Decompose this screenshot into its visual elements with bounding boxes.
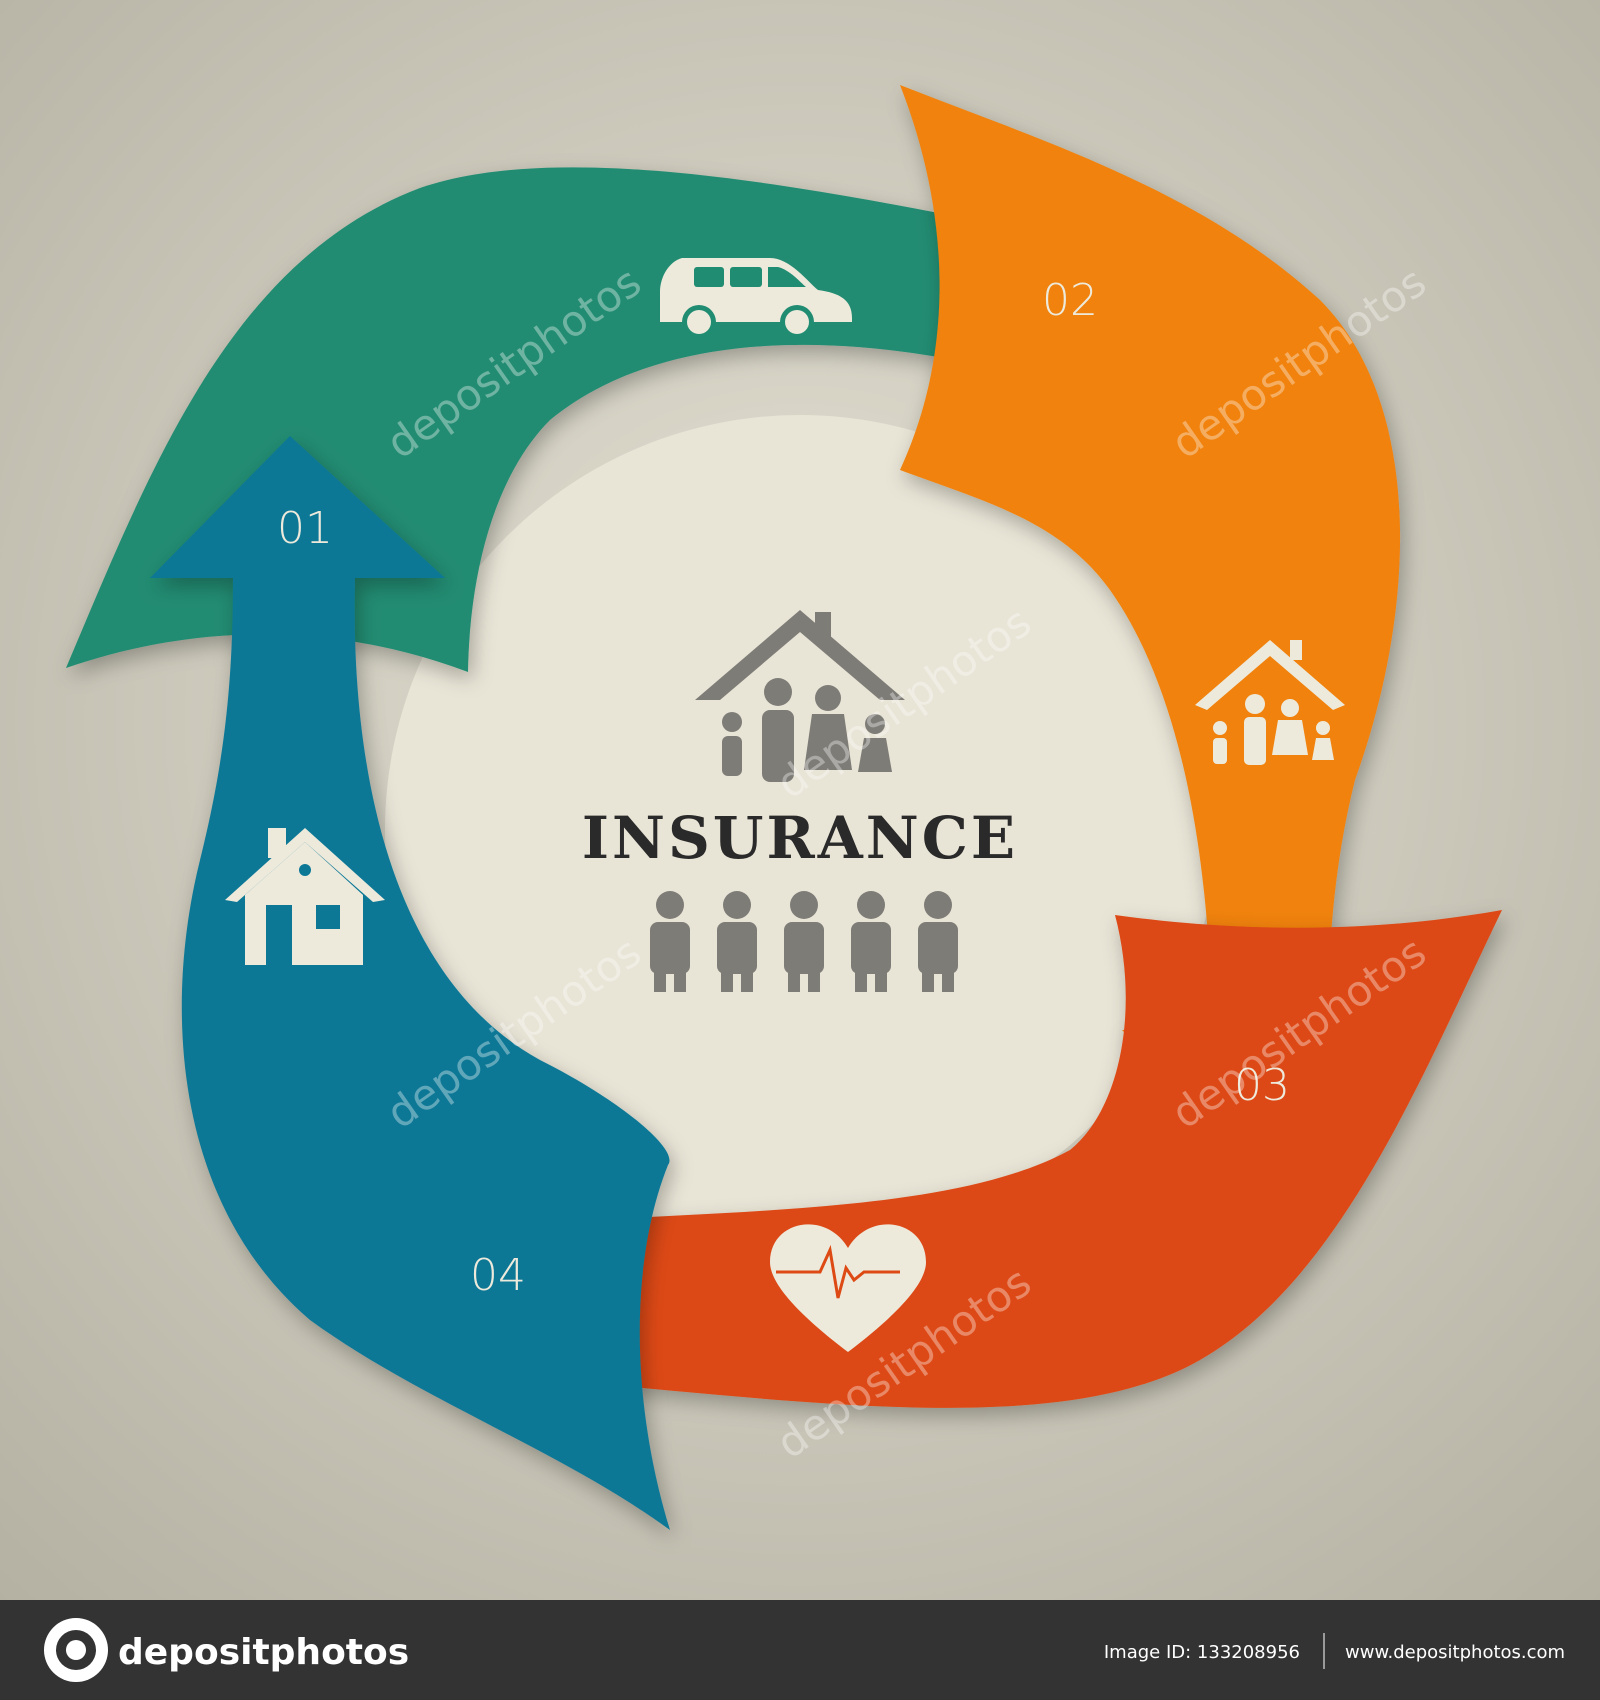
footer-brand: depositphotos <box>118 1632 409 1673</box>
center-family-under-roof-icon <box>695 610 905 782</box>
arrow-step-01 <box>150 436 670 1530</box>
heart-pulse-icon <box>770 1224 926 1352</box>
footer-bar <box>0 1600 1600 1700</box>
center-title: INSURANCE <box>582 804 1018 872</box>
family-under-roof-icon <box>1195 640 1345 765</box>
step-02-number: 02 <box>1042 275 1098 326</box>
step-01-number: 01 <box>277 503 333 554</box>
center-disc <box>385 415 1215 1245</box>
footer-divider <box>1323 1633 1325 1669</box>
arrow-step-04 <box>412 910 1502 1420</box>
step-03-number: 03 <box>1234 1060 1290 1111</box>
house-icon <box>225 828 385 965</box>
footer-site: www.depositphotos.com <box>1345 1642 1565 1663</box>
people-group-icon <box>650 891 958 992</box>
brand-logo-icon <box>44 1618 108 1682</box>
step-04-number: 04 <box>470 1250 526 1301</box>
footer-image-id: Image ID: 133208956 <box>1104 1642 1300 1663</box>
car-icon <box>660 258 852 339</box>
arrow-step-03 <box>900 85 1420 1170</box>
